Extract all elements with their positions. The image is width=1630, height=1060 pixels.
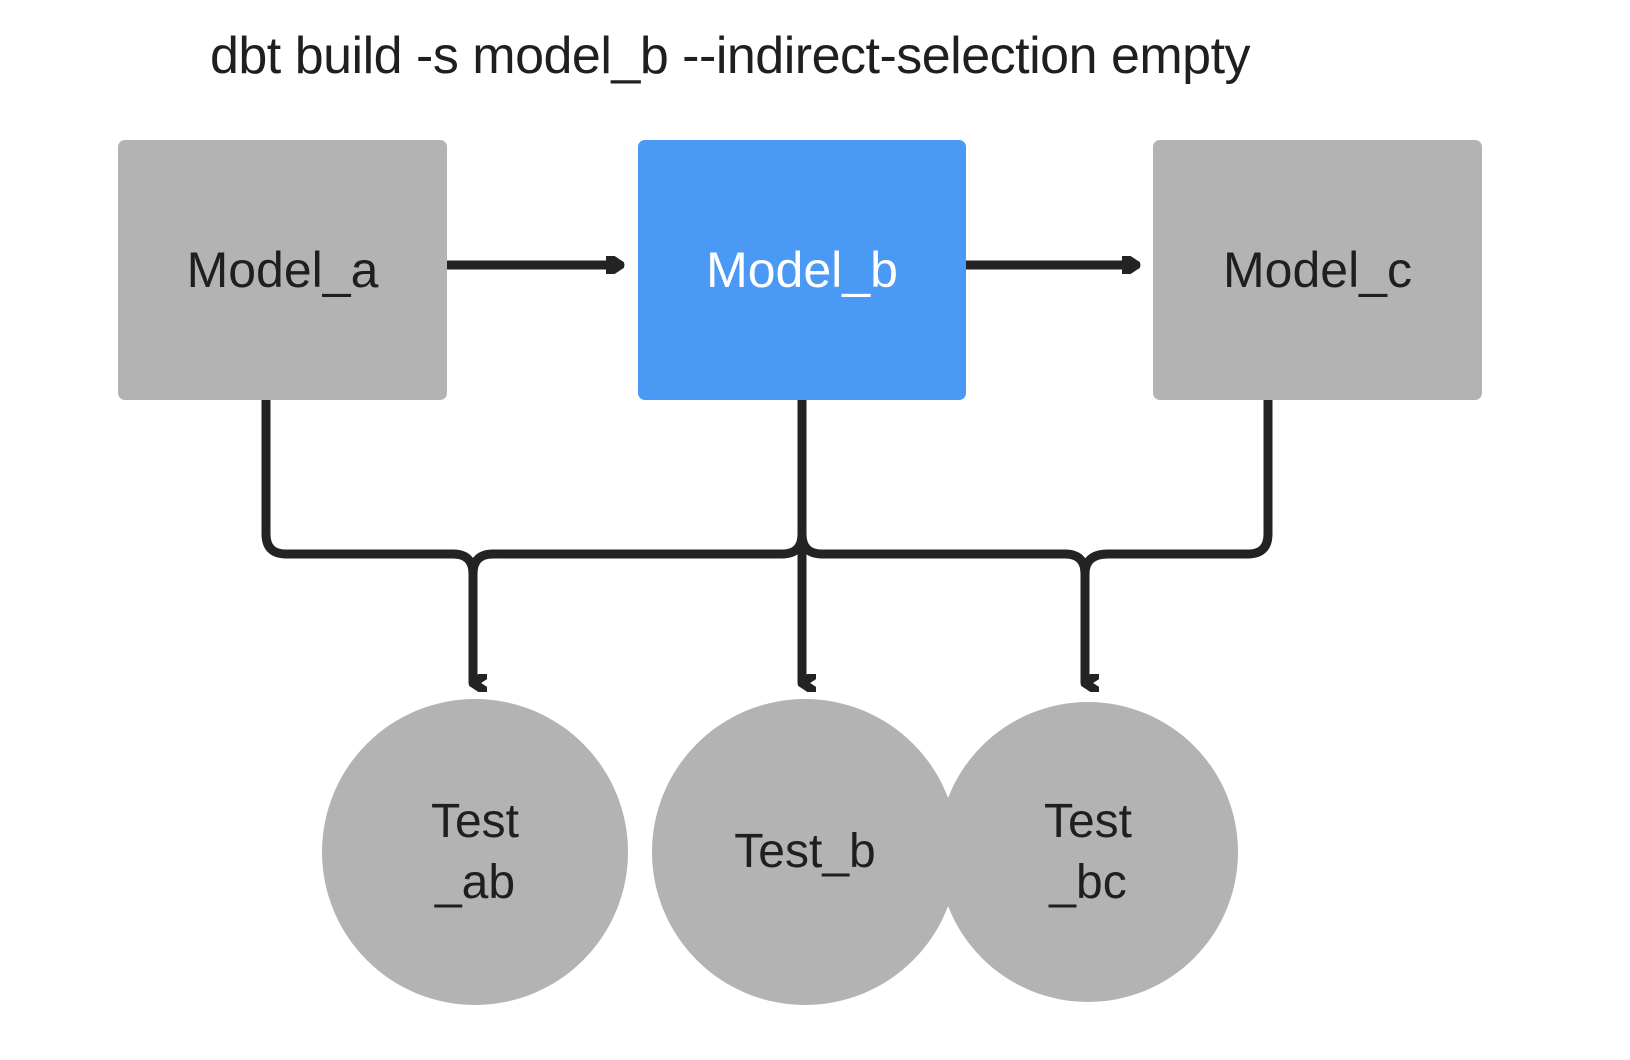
node-test-b-label: Test_b <box>734 825 876 879</box>
node-model-c[interactable]: Model_c <box>1153 140 1482 400</box>
node-test-bc[interactable]: Test _bc <box>938 702 1238 1002</box>
node-test-ab-label: Test _ab <box>430 794 520 909</box>
edge-model-a-to-bus <box>261 395 458 559</box>
node-model-b-label: Model_b <box>706 242 898 298</box>
node-test-bc-label: Test _bc <box>1043 794 1133 909</box>
edge-bus-to-test-ab-right <box>468 549 498 579</box>
edge-bus-to-test-bc-right <box>1080 549 1113 579</box>
node-test-ab[interactable]: Test _ab <box>322 699 628 1005</box>
diagram-title: dbt build -s model_b --indirect-selectio… <box>209 27 1251 85</box>
node-model-c-label: Model_c <box>1223 242 1412 298</box>
node-test-b[interactable]: Test_b <box>652 699 958 1005</box>
node-model-a-label: Model_a <box>186 242 379 298</box>
node-model-a[interactable]: Model_a <box>118 140 447 400</box>
node-model-b[interactable]: Model_b <box>638 140 966 400</box>
edge-model-c-to-bus <box>1103 395 1273 559</box>
edge-model-b-to-test-bc-bus <box>797 529 1070 559</box>
edge-model-b-to-test-ab-bus <box>488 529 807 559</box>
